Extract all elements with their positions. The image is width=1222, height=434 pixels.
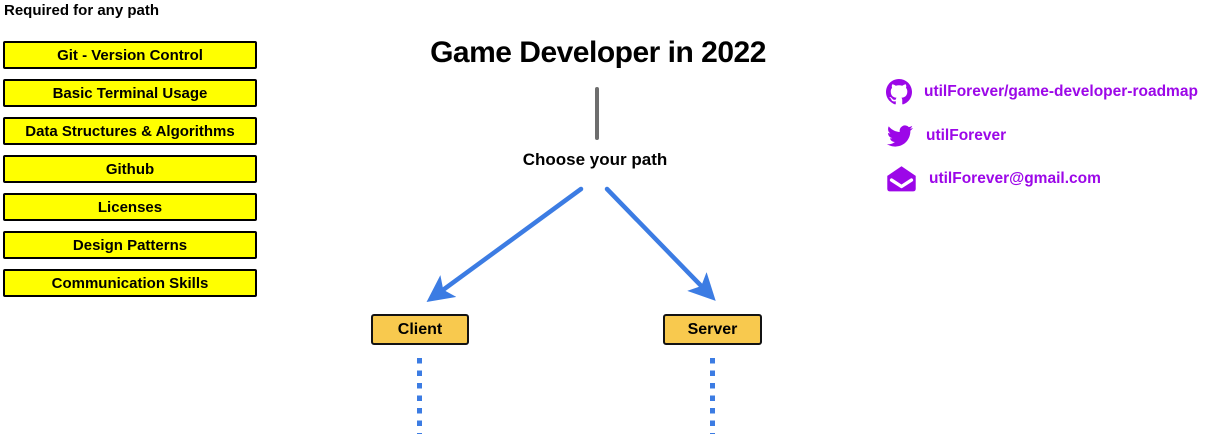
required-section-heading: Required for any path [4,2,160,19]
arrow-to-server [604,186,716,301]
required-node-licenses: Licenses [3,193,257,221]
arrow-to-client [426,186,584,302]
email-address-label: utilForever@gmail.com [929,169,1101,187]
choose-path-label: Choose your path [522,150,668,169]
required-node-terminal: Basic Terminal Usage [3,79,257,107]
required-node-dsa: Data Structures & Algorithms [3,117,257,145]
twitter-icon [886,123,914,149]
github-repo-link[interactable]: utilForever/game-developer-roadmap [886,79,1198,105]
path-node-server: Server [663,314,762,345]
github-icon [886,79,912,105]
required-node-design-patterns: Design Patterns [3,231,257,259]
required-node-communication: Communication Skills [3,269,257,297]
github-repo-label: utilForever/game-developer-roadmap [924,83,1198,100]
twitter-handle-label: utilForever [926,127,1007,144]
twitter-link[interactable]: utilForever [886,123,1006,149]
required-node-github: Github [3,155,257,183]
server-continuation-dotted-line [710,358,715,434]
email-link[interactable]: utilForever@gmail.com [886,163,1101,194]
required-node-git: Git - Version Control [3,41,257,69]
page-title: Game Developer in 2022 [430,36,766,69]
stem-connector-line [595,87,599,140]
client-continuation-dotted-line [417,358,422,434]
email-icon [886,163,917,194]
path-node-client: Client [371,314,469,345]
